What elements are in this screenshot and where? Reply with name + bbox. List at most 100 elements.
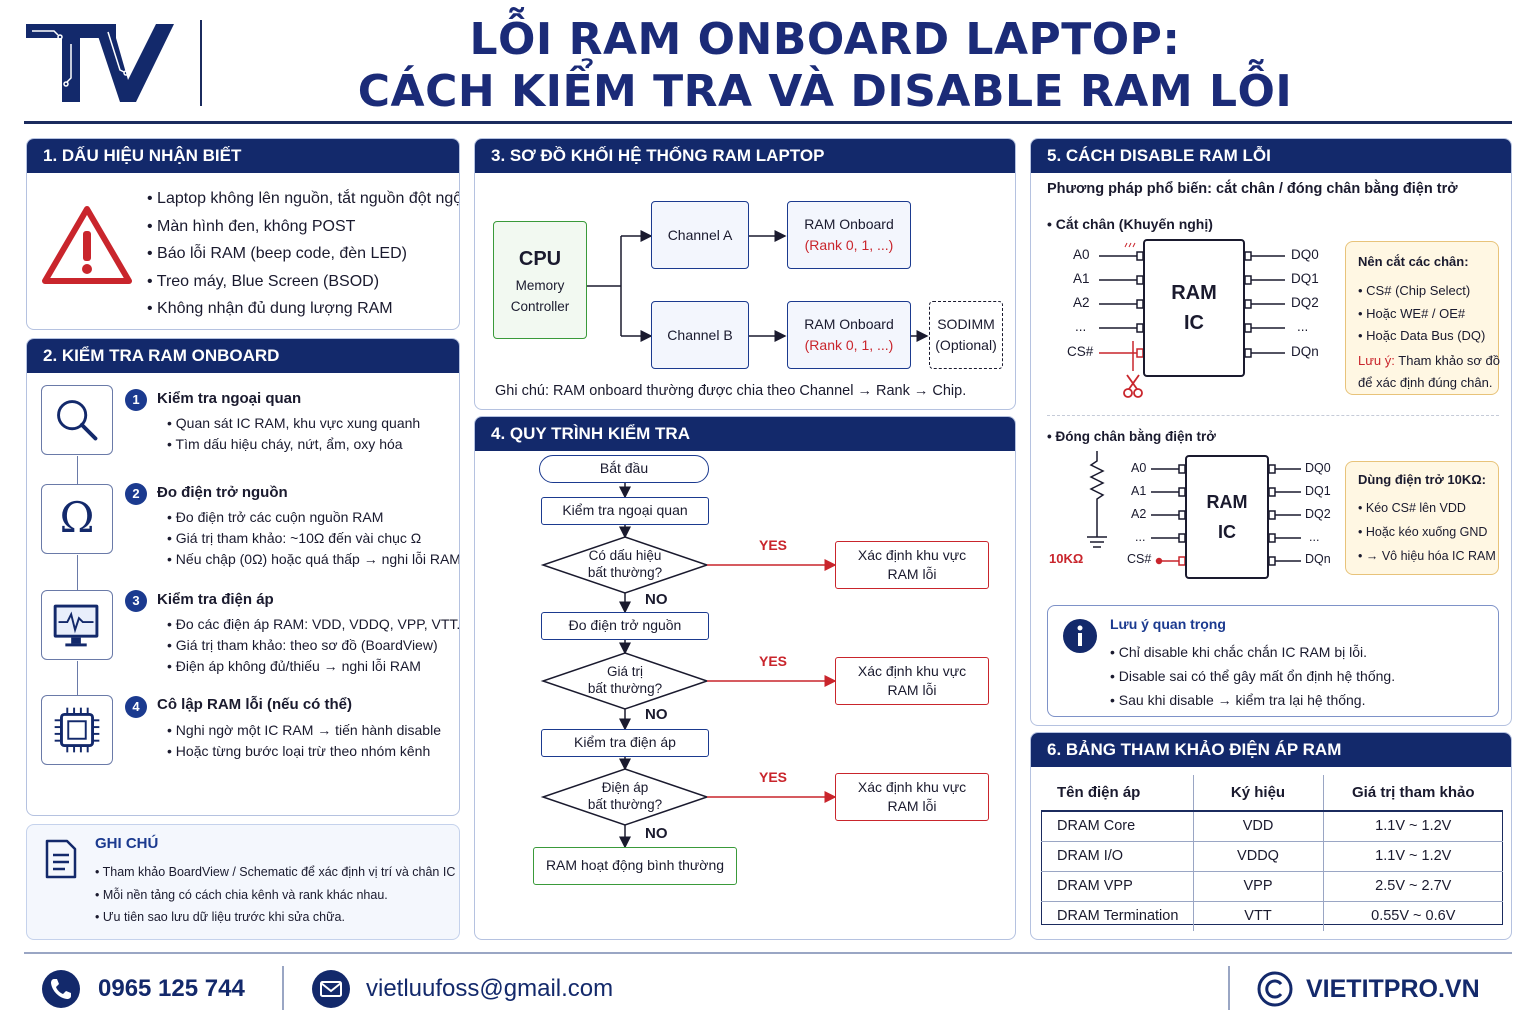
rank-label: (Rank 0, 1, ...) — [804, 237, 894, 253]
flow-result-line: Xác định khu vực — [857, 547, 967, 563]
table-cell: 1.1V ~ 1.2V — [1322, 810, 1503, 841]
pin-label: DQn — [1305, 552, 1331, 566]
cut-ic-pins — [1099, 242, 1285, 371]
resistor-value: 10KΩ — [1049, 551, 1084, 566]
signs-list: Laptop không lên nguồn, tắt nguồn đột ng… — [147, 185, 459, 323]
pin-label: ... — [1309, 530, 1320, 544]
res-title: • Đóng chân bằng điện trở — [1047, 429, 1216, 444]
res-title-text: Đóng chân bằng điện trở — [1055, 429, 1216, 444]
table-row: DRAM Termination VTT 0.55V ~ 0.6V — [1041, 900, 1503, 931]
sodimm-block: SODIMM (Optional) — [929, 301, 1003, 369]
title-line-2: CÁCH KIỂM TRA VÀ DISABLE RAM LỖI — [357, 66, 1293, 117]
table-cell: 0.55V ~ 0.6V — [1322, 900, 1503, 931]
table-row: DRAM Core VDD 1.1V ~ 1.2V — [1041, 810, 1503, 841]
important-title: Lưu ý quan trọng — [1110, 616, 1226, 632]
flow-result-2: Xác định khu vực RAM lỗi — [835, 657, 989, 705]
sign-item: Treo máy, Blue Screen (BSOD) — [147, 268, 459, 296]
flow-decision-line: bất thường? — [587, 565, 663, 580]
ic-label: RAM — [1206, 492, 1248, 512]
step-bullet: Hoặc từng bước loại trừ theo nhóm kênh — [167, 741, 441, 762]
step-number: 2 — [125, 483, 147, 505]
cut-note-item: • CS# (Chip Select) — [1358, 283, 1471, 298]
flow-decision-line: bất thường? — [587, 681, 663, 696]
flow-result-line: RAM lỗi — [887, 798, 937, 814]
step-bullet: Điện áp không đủ/thiếu → nghi lỗi RAM — [167, 656, 459, 677]
step-title: Cô lập RAM lỗi (nếu có thể) — [157, 696, 352, 713]
ic-label: IC — [1218, 522, 1236, 542]
important-note: Lưu ý quan trọng • Chỉ disable khi chắc … — [1047, 605, 1499, 717]
channel-b-label: Channel B — [667, 326, 733, 343]
cut-note: Nên cắt các chân: • CS# (Chip Select) • … — [1345, 241, 1500, 395]
ohm-icon: Ω — [41, 484, 113, 554]
ram-onboard-label: RAM Onboard — [804, 316, 894, 332]
footer-phone[interactable]: 0965 125 744 — [98, 975, 245, 1002]
important-item-text: Disable sai có thể gây mất ổn định hệ th… — [1118, 668, 1396, 684]
copyright-icon — [1257, 971, 1293, 1007]
flow-result-line: Xác định khu vực — [857, 663, 967, 679]
warning-triangle-icon — [42, 206, 132, 284]
table-cell: DRAM Termination — [1041, 900, 1193, 931]
flow-decision-1: Có dấu hiệu bất thường? — [565, 547, 685, 581]
title-rule — [24, 121, 1512, 124]
flow-start: Bắt đầu — [539, 455, 709, 483]
footer-site[interactable]: VIETITPRO.VN — [1306, 975, 1480, 1003]
info-icon — [1063, 619, 1097, 653]
res-note-title: Dùng điện trở 10KΩ: — [1358, 472, 1487, 487]
flow-yes-label: YES — [759, 653, 788, 669]
table-header-row: Tên điện áp Ký hiệu Giá trị tham khảo — [1041, 775, 1503, 812]
table-row: DRAM VPP VPP 2.5V ~ 2.7V — [1041, 870, 1503, 901]
flow-decision-2: Giá trị bất thường? — [565, 663, 685, 697]
col-header: Ký hiệu — [1192, 775, 1323, 812]
step-connector — [77, 456, 78, 484]
note-item: Mỗi nền tảng có cách chia kênh và rank k… — [95, 884, 459, 907]
res-ic-pins — [1087, 451, 1301, 566]
footer-divider — [1228, 966, 1230, 1010]
title-line-1: LỖI RAM ONBOARD LAPTOP: — [469, 14, 1181, 65]
important-list: • Chỉ disable khi chắc chắn IC RAM bị lỗ… — [1110, 640, 1395, 712]
pin-label: CS# — [1127, 552, 1152, 566]
chip-icon — [41, 695, 113, 765]
step-bullet: Giá trị tham khảo: theo sơ đồ (BoardView… — [167, 635, 459, 656]
cut-note-warning: Lưu ý: Tham khảo sơ đồ để xác định đúng … — [1358, 350, 1500, 394]
footer-email[interactable]: vietluufoss@gmail.com — [366, 975, 614, 1002]
pin-label: A2 — [1073, 295, 1090, 310]
table-cell: 1.1V ~ 1.2V — [1322, 840, 1503, 871]
block-title: 3. SƠ ĐỒ KHỐI HỆ THỐNG RAM LAPTOP — [475, 139, 1015, 173]
pin-label: A0 — [1131, 461, 1147, 475]
pin-label: DQ1 — [1305, 484, 1331, 498]
ram-onboard-b: RAM Onboard (Rank 0, 1, ...) — [787, 301, 911, 369]
flow-end: RAM hoạt động bình thường — [533, 847, 737, 885]
flow-result-3: Xác định khu vực RAM lỗi — [835, 773, 989, 821]
voltage-table: Tên điện áp Ký hiệu Giá trị tham khảo DR… — [1041, 775, 1503, 931]
flow-no-label: NO — [645, 825, 668, 842]
flow-step-resistance: Đo điện trở nguồn — [541, 612, 709, 640]
pin-label: CS# — [1067, 344, 1094, 359]
cpu-sub: Controller — [510, 299, 570, 314]
pin-label: DQ2 — [1291, 295, 1319, 310]
step-connector — [77, 661, 78, 695]
sign-item: Laptop không lên nguồn, tắt nguồn đột ng… — [147, 185, 459, 213]
flow-decision-line: Giá trị — [606, 664, 643, 679]
table-cell: DRAM VPP — [1041, 870, 1193, 901]
step-bullets: Nghi ngờ một IC RAM → tiến hành disable … — [167, 720, 441, 762]
ohm-symbol: Ω — [59, 493, 95, 542]
disable-method: Phương pháp phổ biến: cắt chân / đóng ch… — [1047, 181, 1458, 197]
flow-decision-line: Điện áp — [601, 780, 649, 795]
footer-rule — [24, 952, 1512, 954]
step-bullet: Đo các điện áp RAM: VDD, VDDQ, VPP, VTT.… — [167, 614, 459, 635]
pin-label: A0 — [1073, 247, 1090, 262]
note-panel: GHI CHÚ Tham khảo BoardView / Schematic … — [26, 824, 460, 940]
cpu-label: CPU — [518, 248, 562, 270]
res-note-list: • Kéo CS# lên VDD • Hoặc kéo xuống GND •… — [1358, 496, 1496, 568]
res-note-item: • → Vô hiệu hóa IC RAM — [1358, 549, 1496, 563]
flow-connectors — [540, 483, 837, 849]
ram-onboard-label: RAM Onboard — [804, 216, 894, 232]
page-title: LỖI RAM ONBOARD LAPTOP: CÁCH KIỂM TRA VÀ… — [330, 14, 1320, 118]
cpu-block: CPU Memory Controller — [493, 221, 587, 339]
step-bullet: Giá trị tham khảo: ~10Ω đến vài chục Ω — [167, 528, 459, 549]
block-caption: Ghi chú: RAM onboard thường được chia th… — [495, 383, 967, 399]
pin-label: ... — [1075, 319, 1087, 334]
flow-result-line: RAM lỗi — [887, 566, 937, 582]
logo-divider — [200, 20, 202, 106]
cut-note-item-text: Hoặc WE# / OE# — [1366, 305, 1466, 321]
